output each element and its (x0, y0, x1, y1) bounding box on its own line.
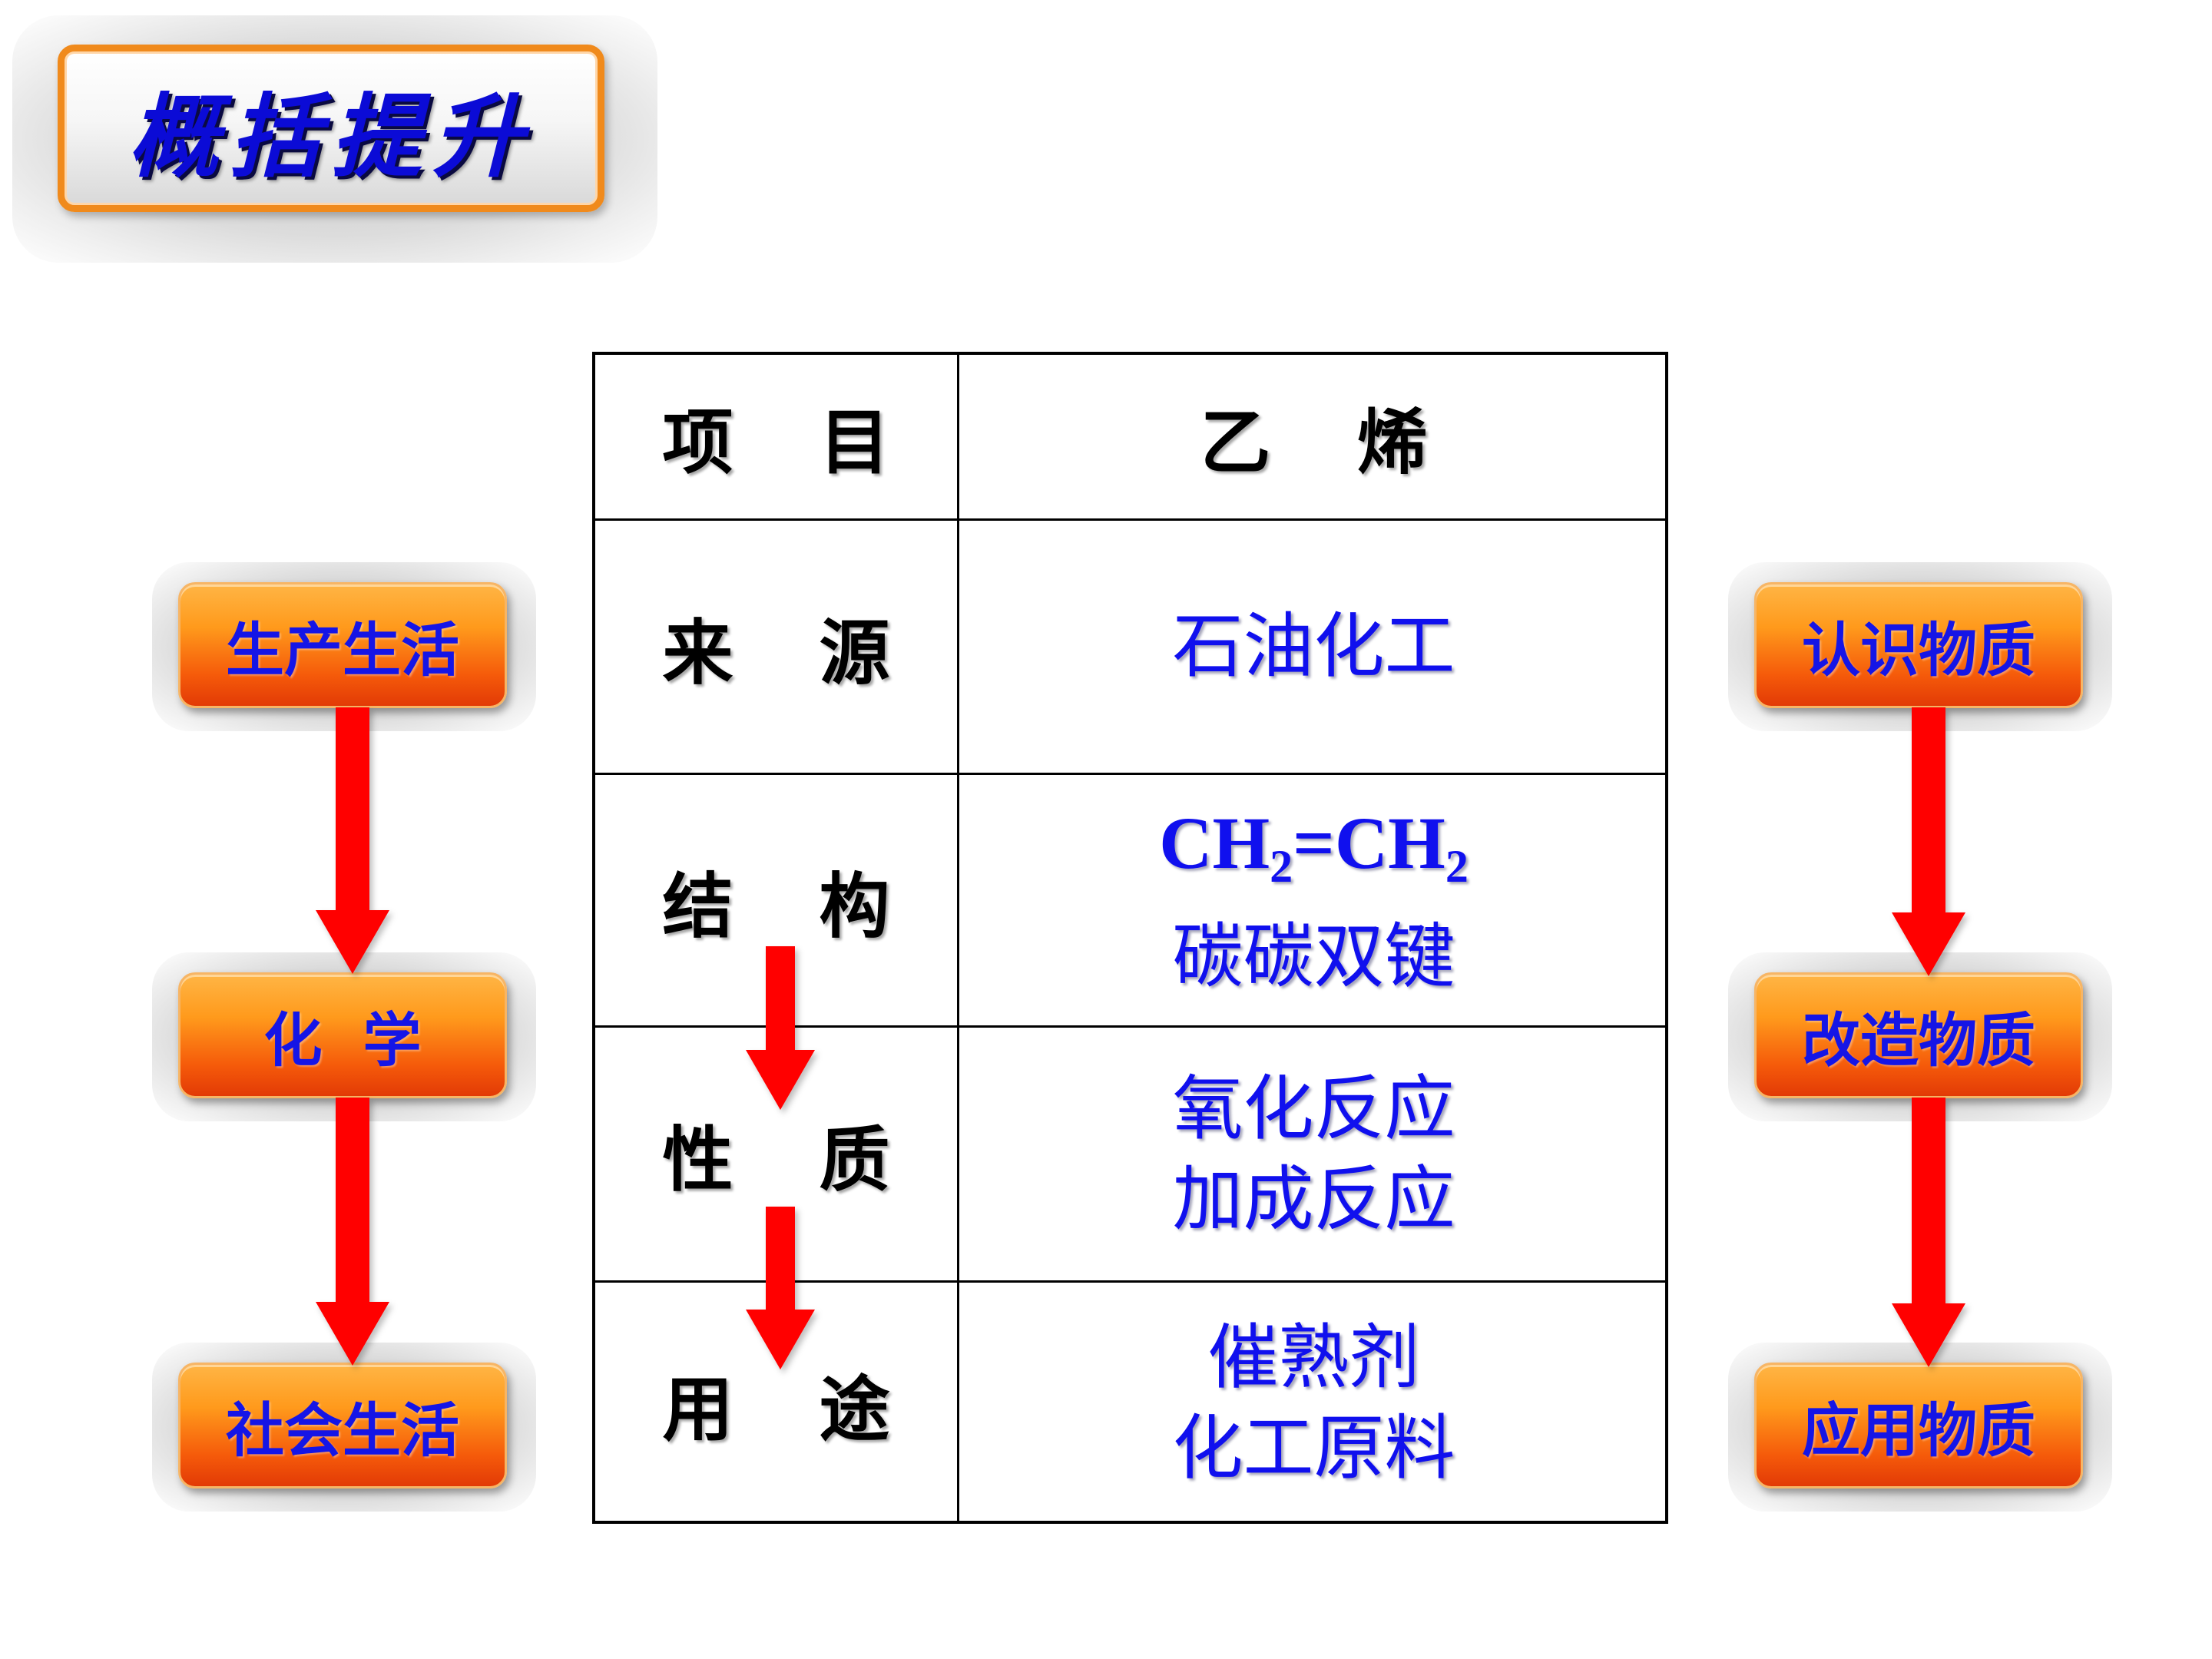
row-source-value: 石油化工 (1172, 605, 1455, 687)
down-arrow-icon (1892, 707, 1965, 976)
table-row-divider (595, 518, 1665, 521)
row-property-item-cell: 性 质 (595, 1028, 957, 1280)
flow-box-apply-matter: 应用物质 (1754, 1363, 2083, 1488)
row-use-label: 用 途 (662, 1368, 921, 1451)
down-arrow-icon (316, 707, 389, 974)
header-value-label: 乙 烯 (1200, 402, 1459, 484)
row-use-value-cell: 催熟剂 化工原料 (959, 1283, 1668, 1524)
row-property-value-cell: 氧化反应 加成反应 (959, 1028, 1668, 1280)
ethylene-formula: CH2=CH2 (1159, 802, 1469, 892)
row-property-value-2: 加成反应 (1172, 1157, 1455, 1240)
flow-box-chemistry: 化 学 (178, 972, 507, 1098)
flow-box-know-matter: 认识物质 (1754, 582, 2083, 708)
row-structure-value: 碳碳双键 (1172, 916, 1455, 998)
flow-box-label: 应用物质 (1802, 1396, 2035, 1465)
row-structure-label: 结 构 (662, 865, 921, 948)
table-column-divider (957, 355, 959, 1521)
ethylene-table: 项 目 乙 烯 来 源 石油化工 结 构 CH2=CH2 碳碳双键 性 质 氧化… (592, 352, 1668, 1524)
table-row-divider (595, 1280, 1665, 1283)
row-source-value-cell: 石油化工 (959, 521, 1668, 773)
flow-box-label: 生产生活 (226, 616, 459, 684)
title-plate: 概括提升 (58, 45, 604, 212)
row-property-value-1: 氧化反应 (1172, 1067, 1455, 1150)
flow-box-label: 改造物质 (1802, 1006, 2035, 1075)
row-structure-value-cell: CH2=CH2 碳碳双键 (959, 775, 1668, 1025)
table-row-divider (595, 773, 1665, 775)
flow-box-production-life: 生产生活 (178, 582, 507, 708)
down-arrow-icon (316, 1098, 389, 1366)
table-row-divider (595, 1025, 1665, 1028)
row-source-label: 来 源 (662, 611, 921, 694)
flow-box-label: 社会生活 (226, 1396, 459, 1465)
row-structure-item-cell: 结 构 (595, 775, 957, 1025)
down-arrow-icon (1892, 1098, 1965, 1367)
page-title: 概括提升 (127, 82, 534, 190)
flow-box-label: 认识物质 (1802, 616, 2035, 684)
flow-box-transform-matter: 改造物质 (1754, 972, 2083, 1098)
flow-box-social-life: 社会生活 (178, 1363, 507, 1488)
row-use-item-cell: 用 途 (595, 1283, 957, 1524)
row-property-label: 性 质 (662, 1119, 921, 1201)
row-use-value-1: 催熟剂 (1207, 1316, 1420, 1399)
header-item-label: 项 目 (662, 402, 921, 484)
row-source-item-cell: 来 源 (595, 521, 957, 773)
header-item-cell: 项 目 (595, 355, 957, 518)
flow-box-label: 化 学 (263, 1006, 422, 1075)
row-use-value-2: 化工原料 (1172, 1407, 1455, 1489)
header-value-cell: 乙 烯 (959, 355, 1668, 518)
